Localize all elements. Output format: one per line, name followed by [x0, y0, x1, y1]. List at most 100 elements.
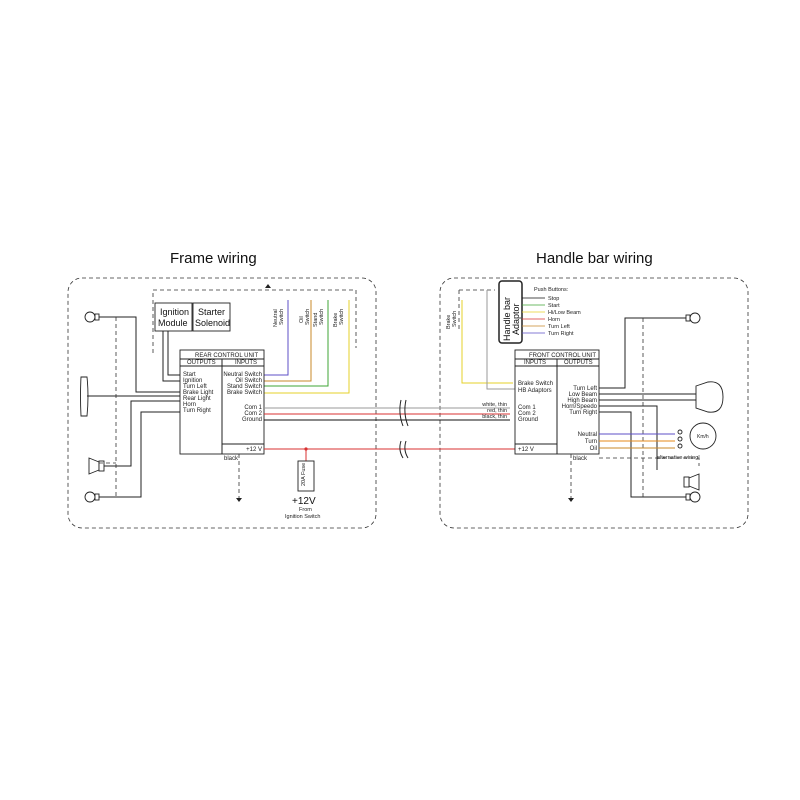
starter-solenoid — [192, 302, 231, 332]
rear-unit-inputs-header: INPUTS — [235, 360, 257, 366]
rear-plus12: +12 V — [246, 447, 262, 453]
push-buttons-title: Push Buttons: — [534, 287, 569, 293]
push-button-wires — [522, 297, 545, 334]
speedometer-icon: Km/h — [689, 422, 717, 450]
handlebar-adaptor: Handle bar Adaptor — [498, 280, 523, 344]
oil-switch-label-2: Switch — [305, 309, 311, 325]
front-ground: Ground — [518, 417, 538, 423]
hb-brake-switch-label-1: Brake — [446, 315, 452, 329]
front-unit-inputs-header: INPUTS — [524, 360, 546, 366]
front-indicator-turn: Turn — [585, 439, 597, 445]
rear-output-horn: Horn — [183, 402, 196, 408]
handlebar-wiring-title: Handle bar wiring — [536, 250, 653, 267]
stand-switch-label-1: Stand — [313, 313, 319, 327]
front-indicator-oil: Oil — [590, 446, 597, 452]
handlebar-wiring-boundary — [439, 277, 749, 529]
rear-input-brake: Brake Switch — [227, 390, 262, 396]
supply-label: +12V — [292, 496, 316, 507]
rear-output-rear-light: Rear Light — [183, 396, 211, 402]
push-button-turn-left[interactable]: Turn Left — [548, 324, 570, 330]
brake-switch-handlebar: Brake Switch — [446, 311, 458, 329]
rear-black-label: black — [224, 456, 239, 462]
rear-unit-outputs-header: OUTPUTS — [187, 360, 216, 366]
wiring-diagram: Frame wiring Handle bar wiring Ignition … — [63, 160, 775, 615]
front-unit-title: FRONT CONTROL UNIT — [529, 353, 596, 359]
brake-switch-label-2: Switch — [339, 309, 345, 325]
ignition-module-label-2: Module — [158, 318, 188, 328]
front-unit-outputs-header: OUTPUTS — [564, 360, 593, 366]
starter-solenoid-label-2: Solenoid — [195, 318, 230, 328]
brake-switch-frame: Brake Switch — [333, 309, 345, 327]
rear-output-turn-right: Turn Right — [183, 408, 211, 414]
stand-switch: Stand Switch — [313, 309, 325, 327]
front-left-bulb-icon — [685, 312, 701, 324]
kmh-label: Km/h — [697, 434, 709, 440]
supply-note-ignition-switch: Ignition Switch — [285, 514, 320, 520]
front-output-low-beam: Low Beam — [569, 392, 597, 398]
rear-input-neutral: Neutral Switch — [223, 372, 262, 378]
wiring-diagram-canvas: Frame wiring Handle bar wiring Ignition … — [67, 250, 749, 529]
push-button-hi-low-beam[interactable]: Hi/Low Beam — [548, 310, 581, 316]
front-com1: Com 1 — [518, 405, 536, 411]
rear-ground: Ground — [242, 417, 262, 423]
frame-wiring-title: Frame wiring — [170, 250, 257, 267]
neutral-switch: Neutral Switch — [273, 309, 285, 327]
push-button-start[interactable]: Start — [548, 303, 560, 309]
warning-lamps — [677, 429, 683, 449]
starter-solenoid-label-1: Starter — [198, 307, 225, 317]
neutral-switch-label-2: Switch — [279, 309, 285, 325]
front-right-bulb-icon — [685, 491, 701, 503]
ignition-module-label-1: Ignition — [160, 307, 189, 317]
front-control-unit: FRONT CONTROL UNIT INPUTS OUTPUTS Brake … — [514, 349, 600, 455]
rear-input-oil: Oil Switch — [235, 378, 262, 384]
bus-wire-red: red, thin — [487, 408, 507, 414]
oil-switch-label-1: Oil — [299, 316, 305, 323]
ignition-module — [154, 302, 193, 332]
push-button-turn-right[interactable]: Turn Right — [548, 331, 574, 337]
ground-symbol-top — [152, 284, 357, 353]
rear-left-bulb-icon — [84, 311, 100, 323]
push-button-stop[interactable]: Stop — [548, 296, 559, 302]
oil-switch: Oil Switch — [299, 309, 311, 325]
frame-wiring-boundary — [67, 277, 377, 529]
front-output-turn-right: Turn Right — [569, 410, 597, 416]
rear-com1: Com 1 — [244, 405, 262, 411]
rear-output-ignition: Ignition — [183, 378, 202, 384]
ground-arrow-front — [568, 498, 574, 502]
stand-switch-label-2: Switch — [319, 309, 325, 325]
rear-com2: Com 2 — [244, 411, 262, 417]
front-input-brake-switch: Brake Switch — [518, 381, 553, 387]
front-output-horn-speedo: Horn/Speedo — [562, 404, 598, 410]
front-black-label: black — [573, 456, 588, 462]
tail-light-icon — [80, 376, 93, 417]
supply-note-from: From — [299, 507, 312, 513]
alternative-wiring-note: alternative wiring! — [657, 455, 700, 461]
hb-brake-switch-label-2: Switch — [452, 311, 458, 327]
horn-icon — [88, 457, 105, 475]
rear-right-bulb-icon — [84, 491, 100, 503]
rear-output-brake-light: Brake Light — [183, 390, 214, 396]
rear-output-turn-left: Turn Left — [183, 384, 207, 390]
rear-unit-title: REAR CONTROL UNIT — [195, 353, 258, 359]
adaptor-label-2: Adaptor — [511, 303, 521, 335]
neutral-switch-label-1: Neutral — [273, 309, 279, 327]
front-horn-icon — [683, 473, 700, 491]
front-output-turn-left: Turn Left — [573, 386, 597, 392]
rear-control-unit: REAR CONTROL UNIT OUTPUTS INPUTS Start I… — [179, 349, 265, 455]
rear-output-start: Start — [183, 372, 196, 378]
push-button-horn[interactable]: Horn — [548, 317, 560, 323]
fuse-label: 20A Fuse — [301, 463, 307, 486]
front-input-hb-adaptors: HB Adaptors — [518, 388, 552, 394]
bus-wire-black: black, thin — [482, 414, 507, 420]
bus-wire-white: white, thin — [481, 402, 507, 408]
fuse-20a: 20A Fuse — [297, 460, 315, 492]
brake-switch-label-1: Brake — [333, 313, 339, 327]
rear-input-stand: Stand Switch — [227, 384, 262, 390]
front-output-high-beam: High Beam — [567, 398, 597, 404]
front-indicator-neutral: Neutral — [578, 432, 597, 438]
bus-wires — [264, 399, 515, 459]
front-com2: Com 2 — [518, 411, 536, 417]
front-plus12: +12 V — [518, 447, 534, 453]
ground-arrow-rear — [236, 498, 242, 502]
headlight-icon — [695, 381, 724, 413]
